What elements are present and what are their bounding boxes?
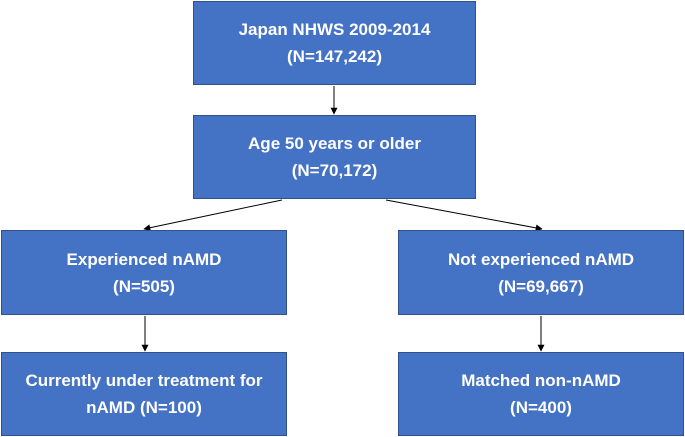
box-not-experienced-count: (N=69,667) bbox=[498, 276, 584, 296]
box-matched-count: (N=400) bbox=[510, 398, 572, 417]
box-matched-title: Matched non-nAMD bbox=[461, 371, 621, 390]
arrow-box2-to-box3 bbox=[143, 199, 283, 232]
box-japan-nhws-count: (N=147,242) bbox=[287, 47, 382, 66]
box-under-treatment: Currently under treatment for nAMD (N=10… bbox=[1, 352, 287, 436]
box-japan-nhws: Japan NHWS 2009-2014 (N=147,242) bbox=[193, 1, 476, 85]
box-age-50-count: (N=70,172) bbox=[291, 161, 378, 180]
box-experienced-namd: Experienced nAMD (N=505) bbox=[1, 230, 287, 315]
box-under-treatment-line1: Currently under treatment for bbox=[25, 371, 263, 390]
box-experienced-title: Experienced nAMD bbox=[66, 249, 222, 269]
box-japan-nhws-title: Japan NHWS 2009-2014 bbox=[238, 20, 431, 39]
box-age-50-or-older: Age 50 years or older (N=70,172) bbox=[193, 115, 476, 199]
box-matched-non-namd: Matched non-nAMD (N=400) bbox=[398, 352, 684, 436]
box-age-50-title: Age 50 years or older bbox=[248, 134, 421, 153]
box-not-experienced-title: Not experienced nAMD bbox=[447, 249, 635, 269]
box-experienced-count: (N=505) bbox=[113, 276, 175, 296]
box-not-experienced-namd: Not experienced nAMD (N=69,667) bbox=[398, 230, 684, 315]
arrow-box2-to-box4 bbox=[385, 199, 543, 232]
box-under-treatment-line2: nAMD (N=100) bbox=[86, 398, 202, 417]
